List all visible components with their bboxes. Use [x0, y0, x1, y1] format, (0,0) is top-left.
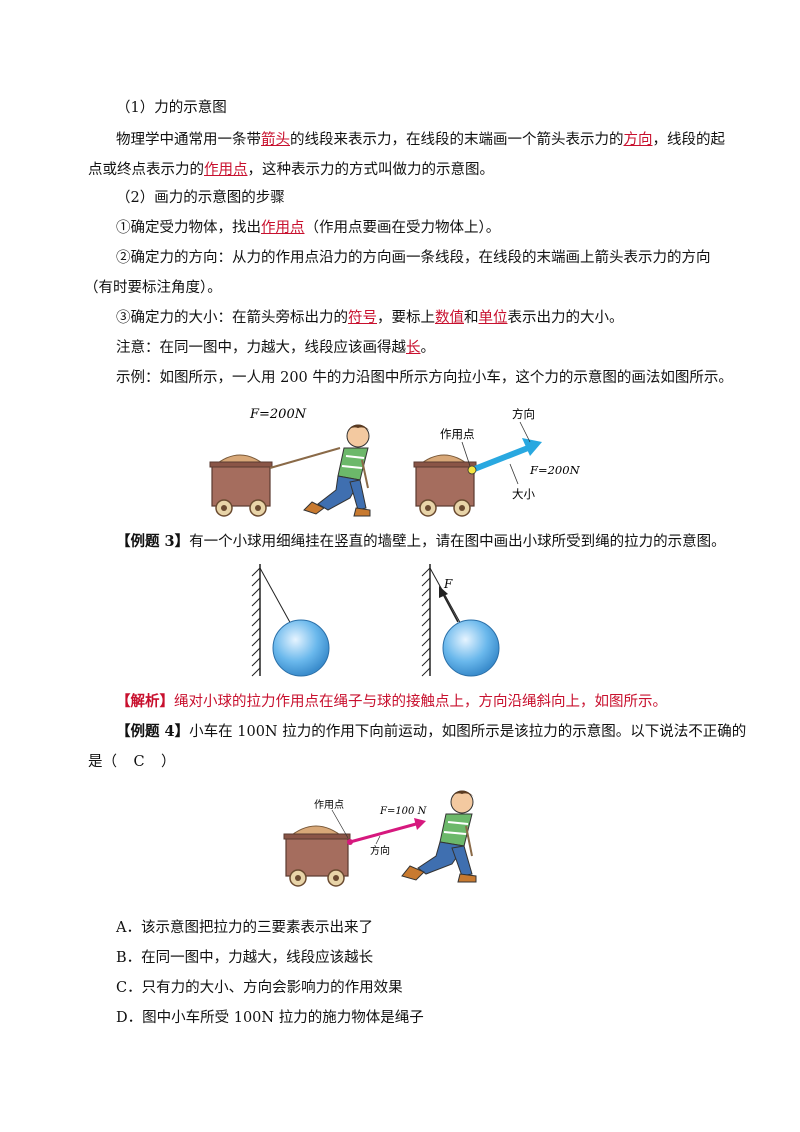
- note: 注意：在同一图中，力越大，线段应该画得越长。: [116, 340, 435, 356]
- example-3-question: 【例题 3】有一个小球用细绳挂在竖直的墙壁上，请在图中画出小球所受到绳的拉力的示…: [116, 533, 726, 550]
- keyword-unit: 单位: [478, 310, 508, 326]
- keyword-point-2: 作用点: [261, 220, 305, 236]
- analysis: 【解析】绳对小球的拉力作用点在绳子与球的接触点上，方向沿绳斜向上，如图所示。: [116, 693, 667, 710]
- keyword-point: 作用点: [204, 162, 248, 178]
- step-1: ①确定受力物体，找出作用点（作用点要画在受力物体上）。: [116, 220, 501, 236]
- keyword-value: 数值: [435, 310, 464, 326]
- option-c: C．只有力的大小、方向会影响力的作用效果: [116, 980, 403, 996]
- keyword-symbol: 符号: [348, 310, 377, 326]
- figure-1-cart-pulling: F=200N 作用点 方向 F=200N: [209, 407, 581, 517]
- example-4-tag: 【例题 4】: [116, 723, 190, 740]
- section-2-heading: （2）画力的示意图的步骤: [116, 190, 285, 206]
- fig2-right-ball: [442, 619, 500, 677]
- keyword-arrow: 箭头: [261, 132, 290, 148]
- fig1-label-size: 大小: [512, 487, 535, 501]
- fig1-right-cart: [413, 454, 477, 517]
- paragraph-1-line-1: 物理学中通常用一条带箭头的线段来表示力，在线段的末端画一个箭头表示力的方向，线段…: [116, 132, 725, 148]
- example-text: 示例：如图所示，一人用 200 牛的力沿图中所示方向拉小车，这个力的示意图的画法…: [116, 370, 733, 386]
- fig2-left-ball: [272, 619, 330, 677]
- example-4-question-line-2: 是（C）: [88, 754, 176, 770]
- option-a: A．该示意图把拉力的三要素表示出来了: [116, 920, 373, 936]
- keyword-long: 长: [406, 340, 421, 356]
- section-1-heading: （1）力的示意图: [116, 100, 227, 116]
- fig2-force-arrow: [439, 586, 459, 623]
- fig1-label-direction: 方向: [512, 407, 535, 421]
- figure-2-hanging-ball: F: [251, 564, 500, 677]
- fig1-left-boy: [303, 424, 371, 517]
- step-2-line-1: ②确定力的方向：从力的作用点沿力的方向画一条线段，在线段的末端画上箭头表示力的方…: [116, 250, 711, 266]
- fig2-force-label: F: [443, 577, 453, 591]
- fig3-label-point: 作用点: [314, 799, 344, 811]
- example-4-question-line-1: 【例题 4】小车在 100N 拉力的作用下向前运动，如图所示是该拉力的示意图。以…: [116, 723, 747, 740]
- keyword-direction: 方向: [623, 132, 653, 148]
- fig1-force-arrow: [467, 438, 542, 475]
- fig3-cart: [283, 825, 351, 887]
- fig2-left-wall: [251, 564, 293, 677]
- fig1-left-cart: [209, 447, 341, 517]
- fig3-force-arrow: [347, 818, 426, 845]
- fig1-label-force: F=200N: [529, 463, 581, 477]
- fig1-left-force-label: F=200N: [249, 407, 307, 422]
- fig3-boy: [401, 790, 477, 883]
- step-3: ③确定力的大小：在箭头旁标出力的符号，要标上数值和单位表示出力的大小。: [116, 310, 624, 326]
- fig3-label-force: F=100 N: [379, 806, 428, 817]
- analysis-tag: 【解析】: [116, 693, 174, 710]
- fig2-right-wall: [421, 564, 463, 677]
- fig3-label-direction: 方向: [370, 844, 390, 857]
- example-3-tag: 【例题 3】: [116, 533, 190, 550]
- step-2-line-2: （有时要标注角度）。: [84, 280, 222, 296]
- figure-3-cart-100n: 作用点 F=100 N 方向: [283, 790, 477, 887]
- paragraph-1-line-2: 点或终点表示力的作用点，这种表示力的方式叫做力的示意图。: [88, 162, 494, 178]
- example-4-answer: C: [133, 754, 145, 770]
- fig1-label-point: 作用点: [440, 427, 475, 441]
- option-d: D．图中小车所受 100N 拉力的施力物体是绳子: [116, 1010, 424, 1026]
- option-b: B．在同一图中，力越大，线段应该越长: [116, 950, 374, 966]
